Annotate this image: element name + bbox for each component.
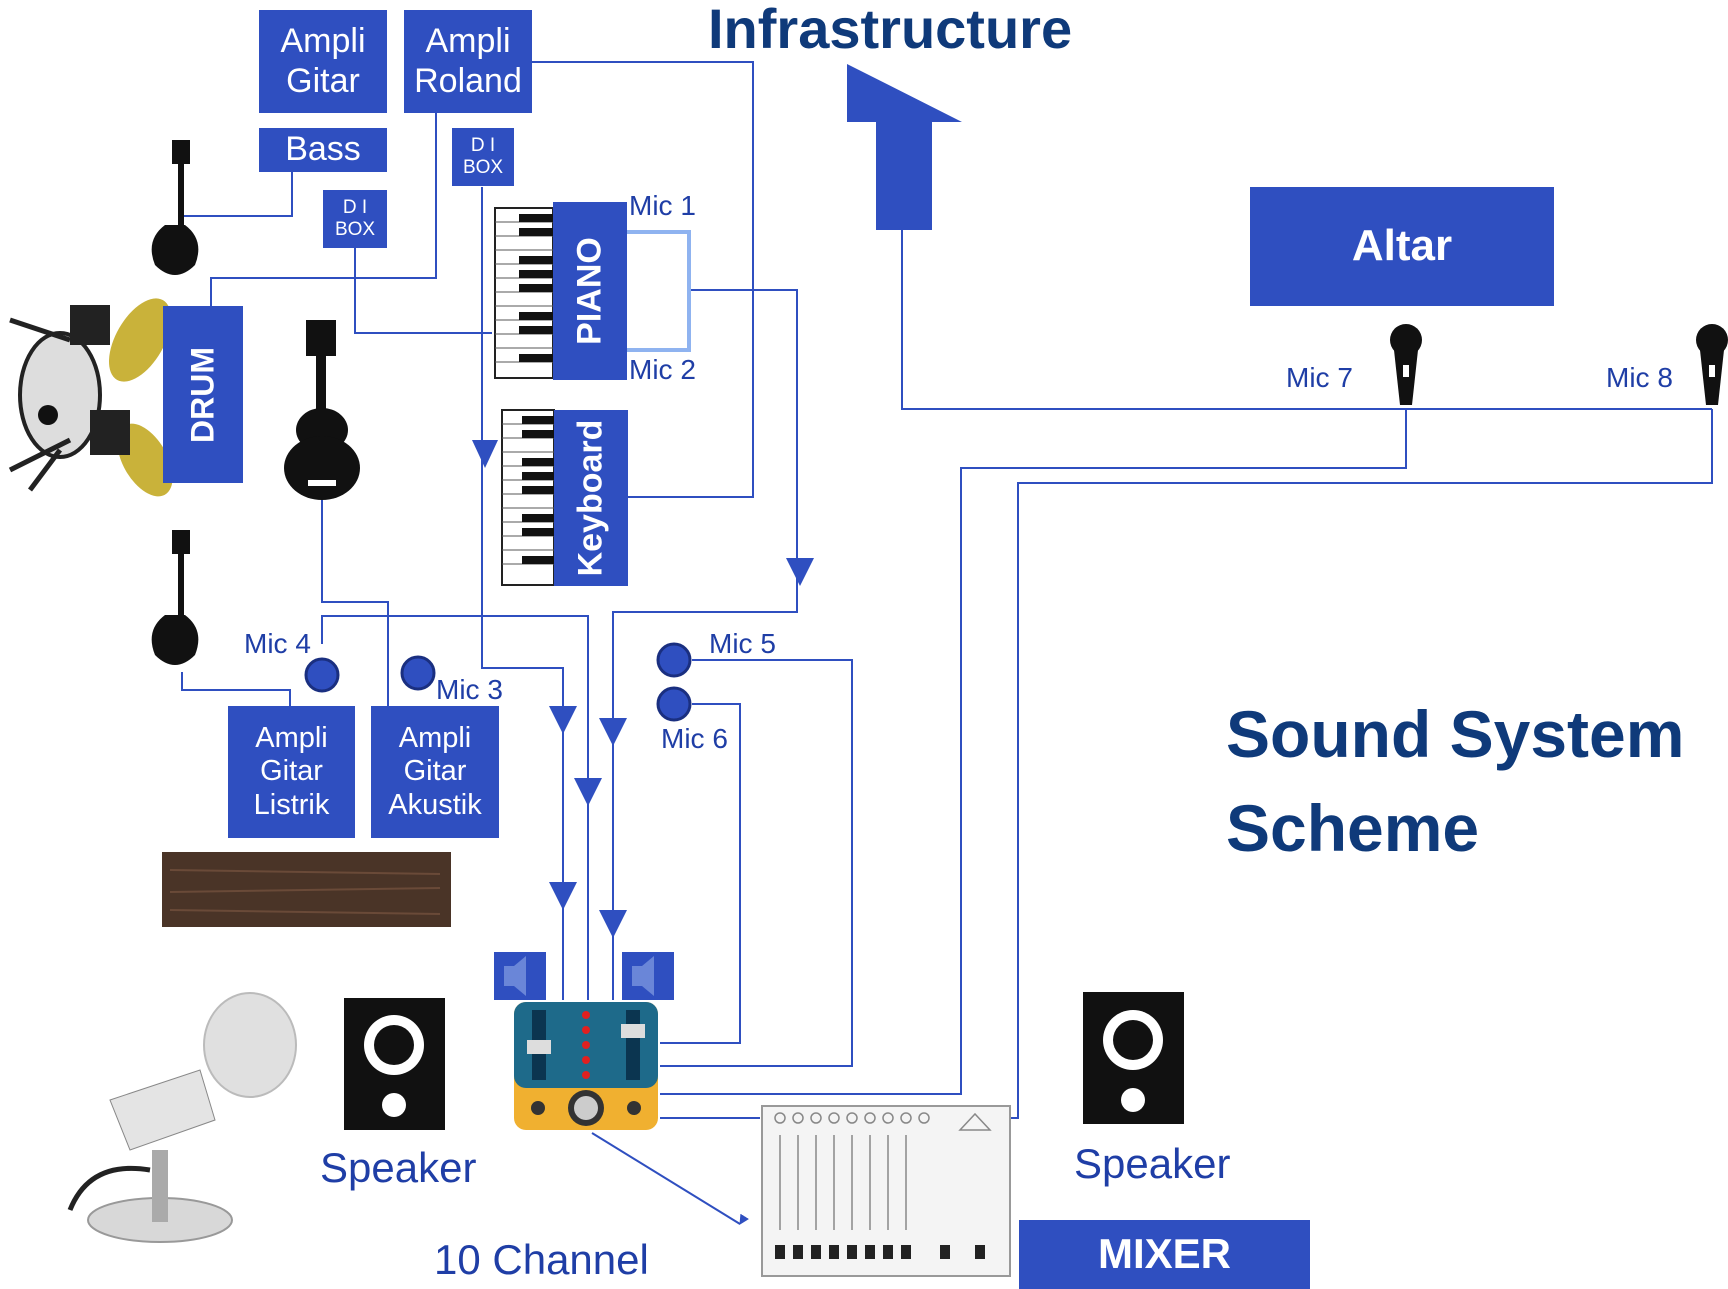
- mixer-label: MIXER: [1097, 1230, 1231, 1278]
- mic5-label: Mic 5: [709, 628, 776, 659]
- di-box-upper-label: D I BOX: [462, 135, 504, 178]
- electric-guitar-icon: [151, 530, 199, 665]
- studio-mic-icon: [67, 992, 297, 1243]
- speaker-left-label: Speaker: [320, 1144, 477, 1191]
- acoustic-guitar-icon: [284, 320, 360, 500]
- ampli-gitar-akustik-label: Ampli Gitar Akustik: [388, 721, 482, 821]
- mic5-icon: [656, 642, 692, 678]
- mic6-icon: [656, 686, 692, 722]
- monitor-speaker-icon: [622, 952, 674, 1000]
- altar-label: Altar: [1351, 221, 1453, 271]
- keyboard-box: Keyboard: [554, 410, 628, 586]
- mic4-icon: [304, 657, 340, 693]
- mic3-icon: [400, 655, 436, 691]
- ten-channel-label: 10 Channel: [434, 1236, 649, 1283]
- speaker-right-label: Speaker: [1074, 1140, 1231, 1187]
- plank-grain: [169, 869, 441, 915]
- ampli-roland-label: Ampli Roland: [414, 22, 522, 100]
- ampli-gitar-akustik-box: Ampli Gitar Akustik: [371, 706, 499, 838]
- mixer-box: MIXER: [1019, 1220, 1310, 1289]
- keyboard-keys-icon: [501, 409, 555, 586]
- ampli-gitar-listrik-label: Ampli Gitar Listrik: [253, 721, 330, 821]
- mic1-label: Mic 1: [629, 190, 696, 221]
- mic8-label: Mic 8: [1606, 362, 1673, 393]
- handheld-mic-icon: [1696, 324, 1728, 405]
- speaker-icon: [344, 998, 445, 1130]
- electric-guitar-icon: [151, 140, 199, 275]
- speaker-icon: [1083, 992, 1184, 1124]
- bass-label: Bass: [285, 130, 361, 169]
- drum-label: DRUM: [184, 346, 221, 443]
- piano-label: PIANO: [570, 237, 609, 345]
- di-box-lower: D I BOX: [323, 190, 387, 248]
- infrastructure-title: Infrastructure: [708, 0, 1073, 60]
- di-box-lower-label: D I BOX: [334, 197, 376, 240]
- drum-kit-icon: [8, 298, 173, 497]
- ampli-gitar-box: Ampli Gitar: [259, 10, 387, 113]
- mic7-label: Mic 7: [1286, 362, 1353, 393]
- mic4-label: Mic 4: [244, 628, 311, 659]
- mixer-console-icon: [761, 1105, 1011, 1277]
- mic3-label: Mic 3: [436, 674, 503, 705]
- handheld-mic-icon: [1390, 324, 1422, 405]
- scheme-title-line2: Scheme: [1226, 791, 1480, 865]
- ampli-gitar-label: Ampli Gitar: [280, 22, 366, 100]
- mic2-label: Mic 2: [629, 354, 696, 385]
- drum-box: DRUM: [163, 306, 243, 483]
- mic6-label: Mic 6: [661, 723, 728, 754]
- scheme-title-line1: Sound System: [1226, 697, 1685, 771]
- round-mics: [304, 642, 692, 722]
- altar-box: Altar: [1250, 187, 1554, 306]
- connection-lines: [181, 61, 1713, 1225]
- di-box-upper: D I BOX: [452, 128, 514, 186]
- piano-box: PIANO: [553, 202, 627, 380]
- keyboard-label: Keyboard: [571, 419, 610, 577]
- ampli-roland-box: Ampli Roland: [404, 10, 532, 113]
- monitor-speaker-icon: [494, 952, 546, 1000]
- piano-keys-icon: [494, 207, 554, 379]
- channel-mixer-icon: [514, 1002, 658, 1130]
- bass-box: Bass: [259, 128, 387, 172]
- piano-mic-frame: [622, 230, 691, 352]
- arrow-heads: [472, 64, 962, 938]
- ampli-gitar-listrik-box: Ampli Gitar Listrik: [228, 706, 355, 838]
